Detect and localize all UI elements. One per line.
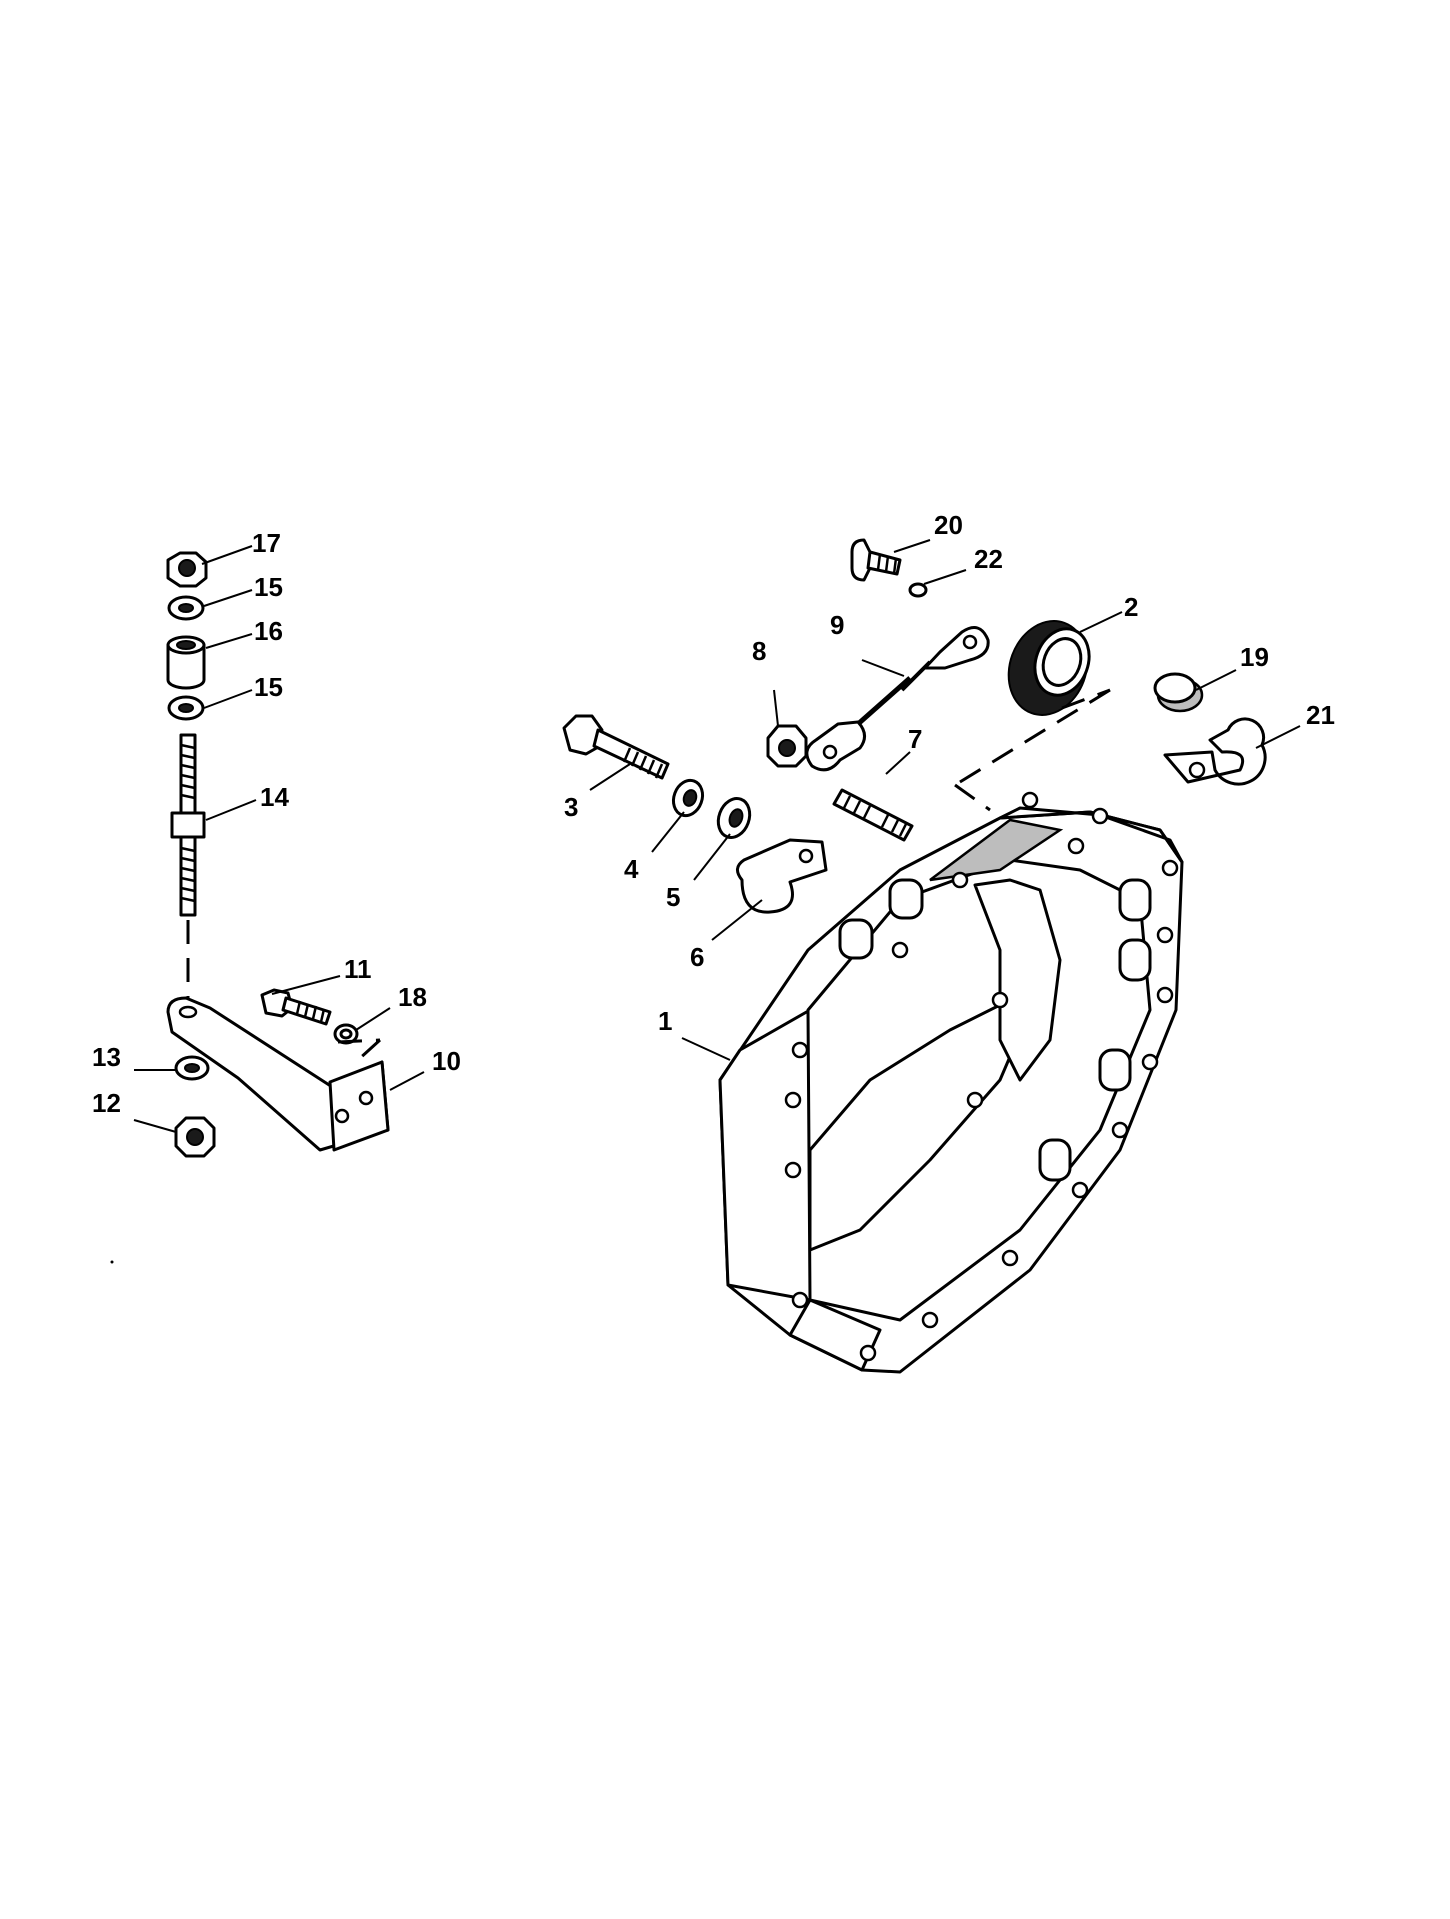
callout-labels: 17 15 16 15 14 11 18 10 13 12 20 22 2 19… [92, 510, 1335, 1118]
left-mount-assembly [166, 551, 390, 1158]
part-8-nut [766, 724, 808, 768]
callout-18: 18 [398, 982, 427, 1012]
callout-13: 13 [92, 1042, 121, 1072]
part-21-screw [850, 538, 902, 582]
callout-19: 19 [1240, 642, 1269, 672]
callout-3: 3 [564, 792, 578, 822]
flywheel-housing-assembly [562, 538, 1267, 1374]
callout-6: 6 [690, 942, 704, 972]
callout-20: 21 [1306, 700, 1335, 730]
part-13-washer [174, 1055, 210, 1081]
callout-10: 10 [432, 1046, 461, 1076]
part-15-washer-lower [167, 695, 205, 721]
part-9-ground-cable [805, 626, 990, 772]
callout-1: 1 [658, 1006, 672, 1036]
callout-14: 14 [260, 782, 289, 812]
part-15-washer-upper [167, 595, 205, 621]
leader-lines [133, 539, 1301, 1133]
part-16-spacer [166, 635, 206, 690]
part-3-bolt [562, 714, 670, 780]
part-7-stud [832, 788, 914, 842]
callout-17: 17 [252, 528, 281, 558]
part-10-bracket [166, 996, 390, 1152]
part-6-clip [736, 838, 828, 914]
part-1-flywheel-housing [718, 791, 1184, 1374]
callout-21: 20 [934, 510, 963, 540]
callout-9: 9 [830, 610, 844, 640]
part-11-bolt [260, 988, 332, 1026]
callout-12: 12 [92, 1088, 121, 1118]
part-2-seal [1007, 620, 1091, 716]
callout-15-upper: 15 [254, 572, 283, 602]
callout-2: 2 [1124, 592, 1138, 622]
part-20-clip [1163, 717, 1267, 786]
callout-4: 4 [624, 854, 639, 884]
part-5-washer [716, 797, 752, 839]
callout-15-lower: 15 [254, 672, 283, 702]
callout-16: 16 [254, 616, 283, 646]
part-17-nut [166, 551, 208, 588]
callout-5: 5 [666, 882, 680, 912]
part-19-plug [1153, 672, 1204, 713]
stray-dot [110, 1260, 114, 1264]
part-4-lock-washer [671, 778, 705, 818]
callout-8: 8 [752, 636, 766, 666]
part-22-lock-washer [908, 582, 928, 598]
part-12-nut [174, 1116, 216, 1158]
callout-11: 11 [344, 954, 372, 984]
callout-7: 7 [908, 724, 922, 754]
part-14-stud [170, 733, 206, 917]
callout-22: 22 [974, 544, 1003, 574]
